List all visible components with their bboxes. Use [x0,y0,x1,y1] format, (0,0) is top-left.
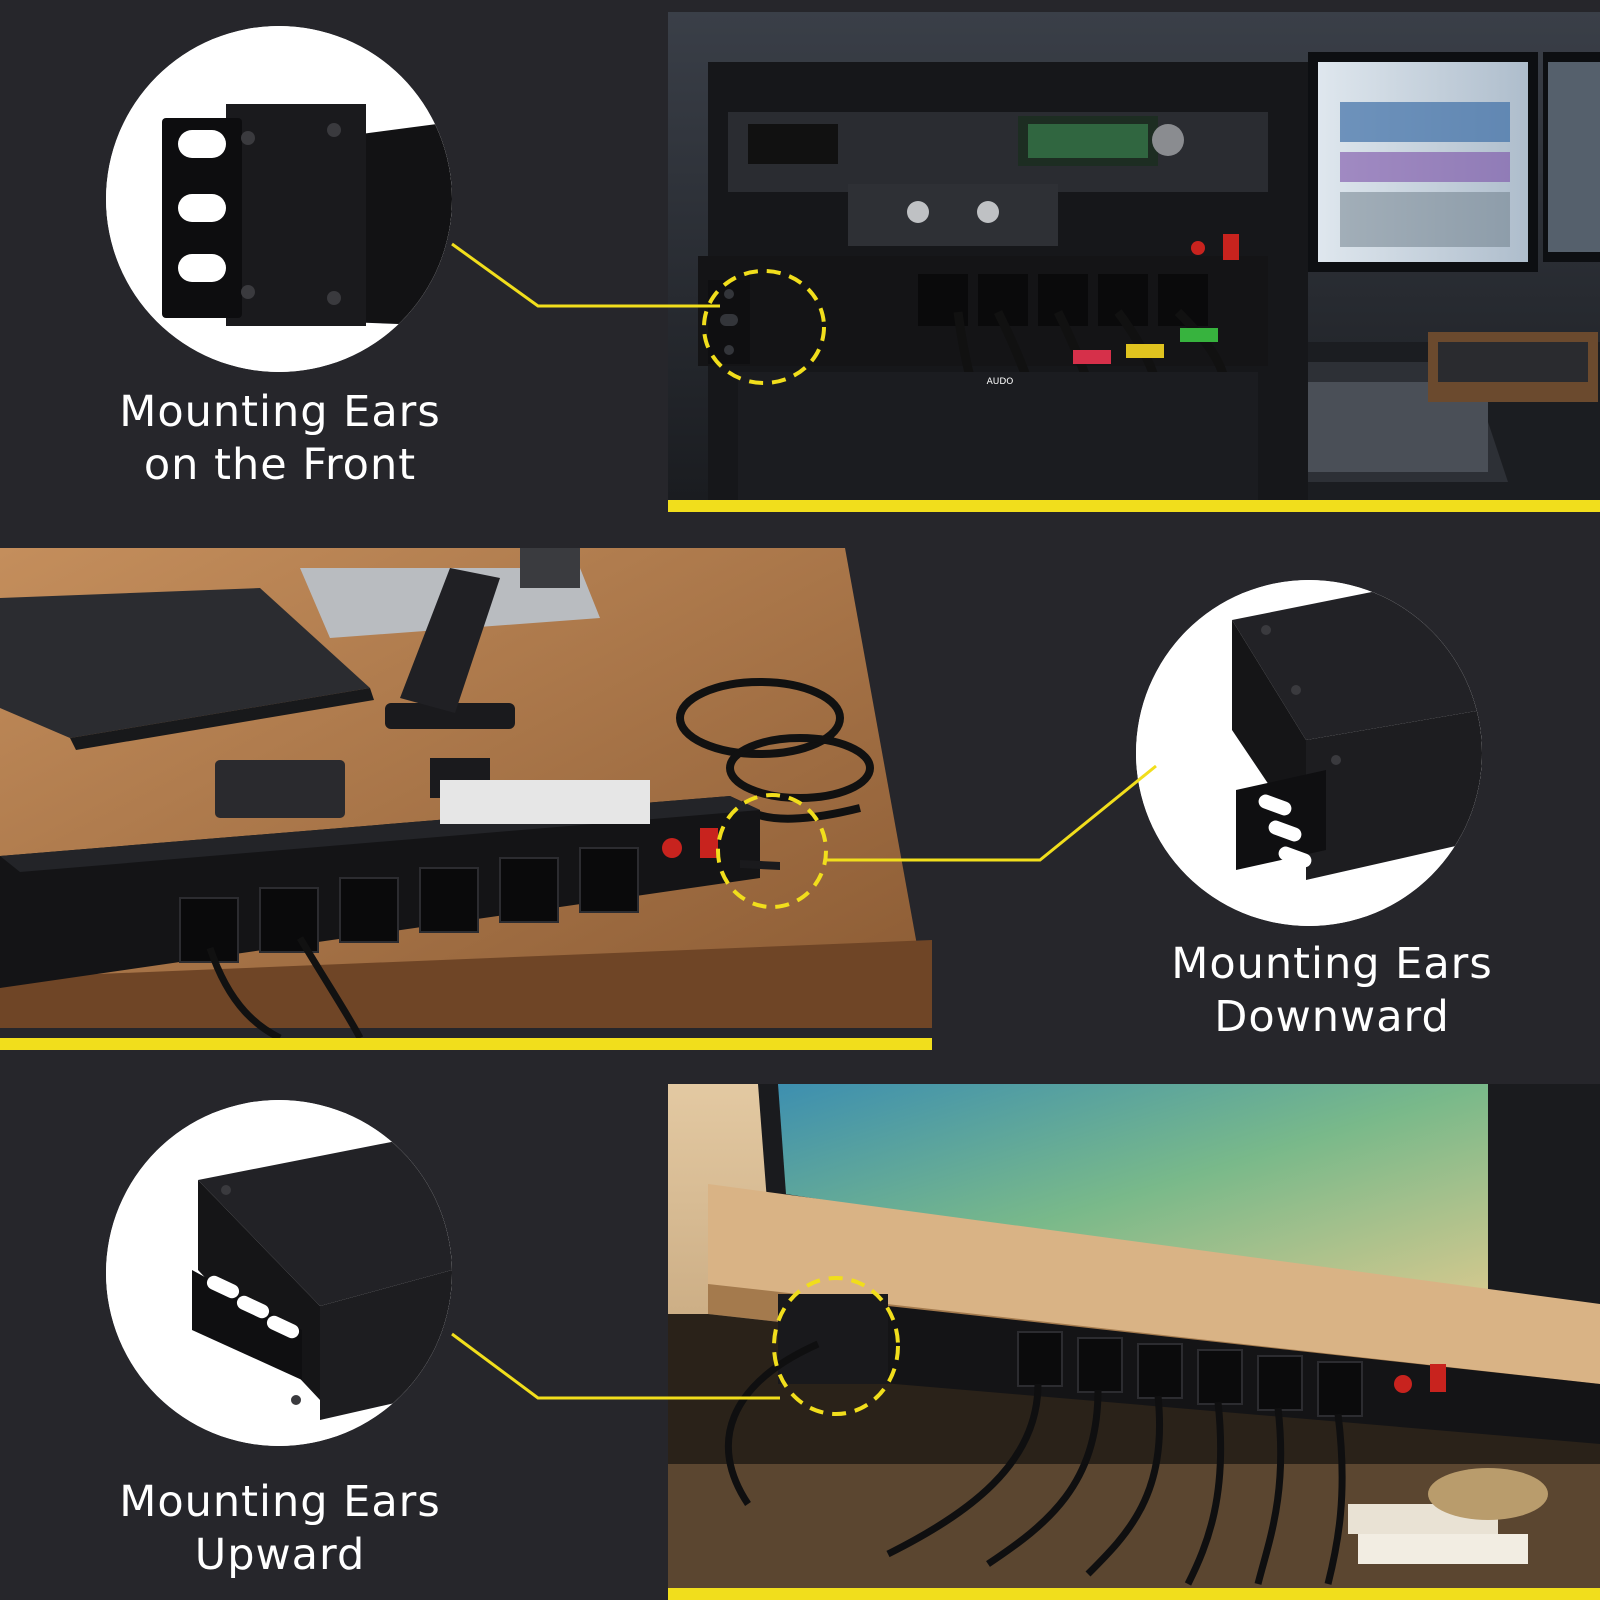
upward-ear-closeup [106,1100,452,1446]
caption-upward-line-1: Mounting Ears [119,1477,441,1527]
rack-cable-label-audo: AUDO [986,377,1014,387]
yellow-accent-bar [668,500,1600,512]
caption-downward: Mounting Ears Downward [1132,938,1532,1044]
tv-shelf-photo [668,1084,1600,1590]
caption-downward-line-2: Downward [1214,992,1450,1042]
caption-downward-line-1: Mounting Ears [1171,939,1493,989]
downward-ear-closeup [1136,580,1482,926]
studio-rack-photo [668,12,1600,500]
caption-upward-line-2: Upward [194,1530,366,1580]
caption-front-line-1: Mounting Ears [119,387,441,437]
caption-upward: Mounting Ears Upward [80,1476,480,1582]
caption-front-line-2: on the Front [143,440,417,490]
caption-front: Mounting Ears on the Front [80,386,480,492]
yellow-accent-bar [0,1038,932,1050]
yellow-accent-bar [668,1588,1600,1600]
front-ear-closeup [106,26,452,372]
desk-mount-photo [0,548,932,1038]
